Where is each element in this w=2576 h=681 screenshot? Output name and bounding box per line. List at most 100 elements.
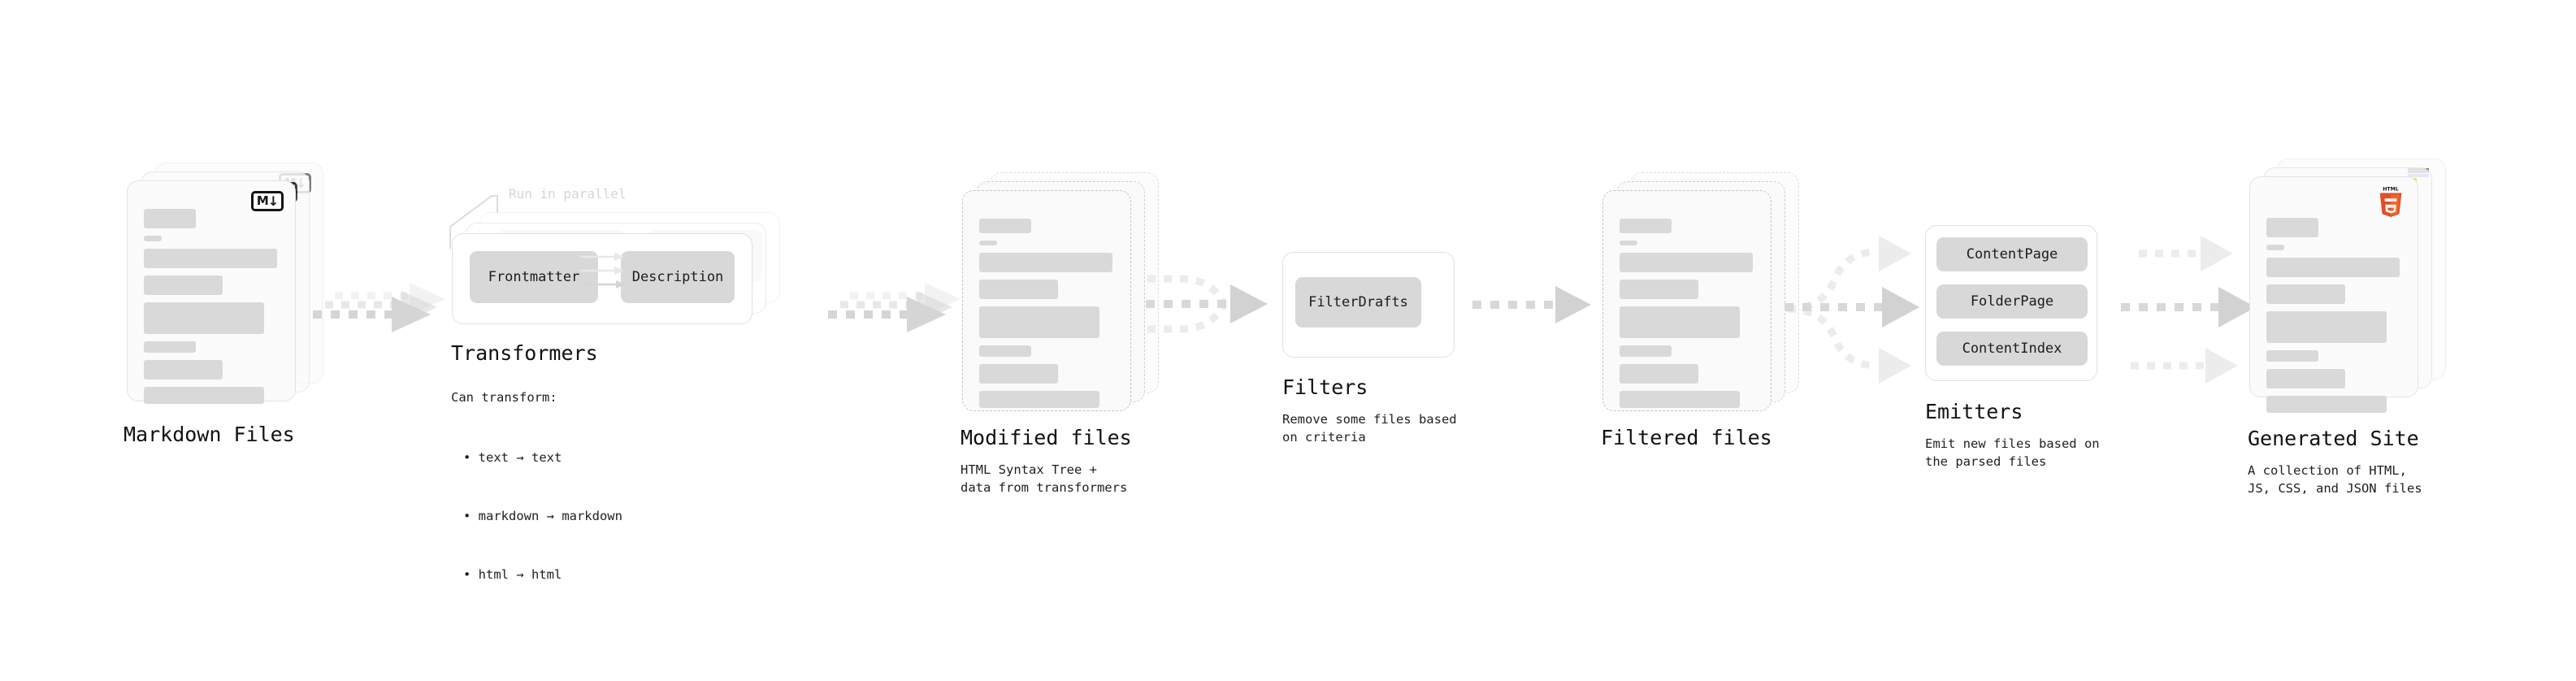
arrowhead — [1879, 348, 1911, 384]
document-card-front: HTML — [2249, 176, 2418, 413]
placeholder-bar — [2266, 396, 2387, 413]
arrowhead — [1882, 287, 1919, 327]
stage-description-modified-files: HTML Syntax Tree + data from transformer… — [961, 462, 1128, 496]
arrowhead — [392, 297, 431, 332]
connector-transformers-to-modified — [822, 268, 969, 349]
arrow-dashed-single-icon — [1472, 286, 1591, 323]
placeholder-bar — [2266, 218, 2318, 237]
filter-pill-label: FilterDrafts — [1308, 294, 1408, 310]
arrowhead — [907, 297, 946, 332]
stage-description-transformers: Can transform: — [451, 390, 557, 405]
arrowhead — [1555, 286, 1591, 323]
placeholder-bar — [144, 341, 196, 353]
filter-pill-filterdrafts[interactable]: FilterDrafts — [1295, 277, 1421, 327]
document-placeholder-lines — [144, 209, 282, 411]
transformer-pill-frontmatter[interactable]: Frontmatter — [470, 251, 598, 303]
stage-generated-site: HTML G — [2248, 158, 2446, 496]
emitter-pill-label: FolderPage — [1970, 293, 2054, 310]
modified-file-stack — [962, 172, 1159, 411]
stage-title-markdown-files: Markdown Files — [124, 423, 295, 446]
transformer-box-front: Frontmatter Description — [452, 233, 752, 324]
emitter-pill-label: ContentPage — [1966, 246, 2058, 262]
placeholder-bar — [979, 253, 1112, 272]
inner-arrow-icon — [580, 253, 626, 288]
placeholder-bar — [979, 280, 1058, 299]
arrowhead — [2201, 236, 2233, 271]
placeholder-bar — [144, 236, 162, 241]
stage-title-transformers: Transformers — [451, 341, 598, 365]
markdown-file-stack: M↓ M↓ M↓ — [127, 163, 323, 404]
document-placeholder-lines — [2266, 218, 2405, 420]
placeholder-bar — [144, 302, 264, 334]
stage-markdown-files: M↓ M↓ M↓ — [124, 163, 323, 446]
connector-markdown-to-transformers — [307, 268, 453, 349]
placeholder-bar — [979, 364, 1058, 384]
document-placeholder-lines — [979, 219, 1117, 415]
stage-modified-files: Modified files HTML Syntax Tree + data f… — [961, 172, 1159, 495]
stage-title-modified-files: Modified files — [961, 426, 1132, 449]
placeholder-bar — [1620, 391, 1740, 408]
placeholder-bar — [2266, 369, 2345, 388]
placeholder-bar — [1620, 253, 1753, 272]
markdown-badge-letter: M — [256, 193, 269, 208]
document-placeholder-lines — [1620, 219, 1758, 415]
stage-description-emitters: Emit new files based on the parsed files — [1925, 436, 2100, 470]
transform-bullet-item: • markdown → markdown — [463, 509, 622, 524]
arrow-dashed-parallel-icon — [2121, 236, 2256, 384]
stage-title-filtered-files: Filtered files — [1601, 426, 1772, 449]
stage-title-emitters: Emitters — [1925, 400, 2023, 423]
transformer-pill-description[interactable]: Description — [621, 251, 735, 303]
placeholder-bar — [144, 275, 223, 295]
arrow-dashed-stack-icon — [828, 283, 961, 332]
generated-site-stack: HTML — [2249, 158, 2446, 413]
placeholder-bar — [1620, 241, 1637, 245]
arrowhead — [1879, 236, 1911, 271]
stage-filters: FilterDrafts Filters Remove some files b… — [1282, 252, 1457, 445]
placeholder-bar — [144, 387, 264, 404]
transform-bullet-list: • text → text • markdown → markdown • ht… — [463, 409, 622, 623]
connector-filters-to-filtered — [1468, 283, 1598, 328]
stage-title-generated-site: Generated Site — [2248, 427, 2419, 450]
transformer-pill-label: Frontmatter — [488, 269, 580, 285]
placeholder-bar — [1620, 219, 1672, 233]
transform-bullet-item: • html → html — [463, 567, 562, 583]
html5-badge-icon: HTML — [2379, 187, 2402, 218]
document-card-front — [962, 190, 1131, 411]
placeholder-bar — [2266, 284, 2345, 304]
parallel-leader-line — [449, 195, 498, 249]
arrowhead — [1230, 284, 1268, 323]
transform-bullet-item: • text → text — [463, 450, 562, 466]
placeholder-bar — [2266, 350, 2318, 362]
stage-filtered-files: Filtered files — [1601, 172, 1799, 449]
emitters-box: ContentPage FolderPage ContentIndex — [1925, 225, 2097, 381]
arrow-dashed-split-icon — [1785, 236, 1919, 384]
arrow-dashed-stack-icon — [313, 283, 445, 332]
placeholder-bar — [979, 345, 1031, 357]
markdown-badge: M↓ — [251, 191, 284, 211]
emitter-pill-contentindex[interactable]: ContentIndex — [1936, 332, 2088, 366]
placeholder-bar — [2266, 258, 2400, 277]
stage-emitters: ContentPage FolderPage ContentIndex Emit… — [1925, 225, 2100, 469]
placeholder-bar — [979, 306, 1099, 338]
html5-badge-word: HTML — [2383, 187, 2399, 193]
placeholder-bar — [2266, 245, 2284, 250]
stage-description-filters: Remove some files based on criteria — [1282, 412, 1457, 445]
placeholder-bar — [1620, 364, 1698, 384]
document-card-front — [1602, 190, 1772, 411]
stage-title-filters: Filters — [1282, 375, 1368, 399]
placeholder-bar — [1620, 306, 1740, 338]
emitter-pill-label: ContentIndex — [1962, 340, 2062, 357]
emitter-pill-folderpage[interactable]: FolderPage — [1936, 284, 2088, 319]
arrowhead — [2218, 287, 2256, 327]
emitter-pill-contentpage[interactable]: ContentPage — [1936, 237, 2088, 271]
placeholder-bar — [144, 249, 277, 268]
arrowhead — [2205, 348, 2238, 384]
placeholder-bar — [1620, 345, 1672, 357]
connector-emitters-to-site — [2113, 232, 2267, 394]
placeholder-bar — [979, 391, 1099, 408]
annotation-run-in-parallel: Run in parallel — [509, 186, 627, 202]
transformer-pill-label: Description — [631, 269, 724, 285]
filtered-file-stack — [1602, 172, 1799, 411]
placeholder-bar — [979, 241, 997, 245]
